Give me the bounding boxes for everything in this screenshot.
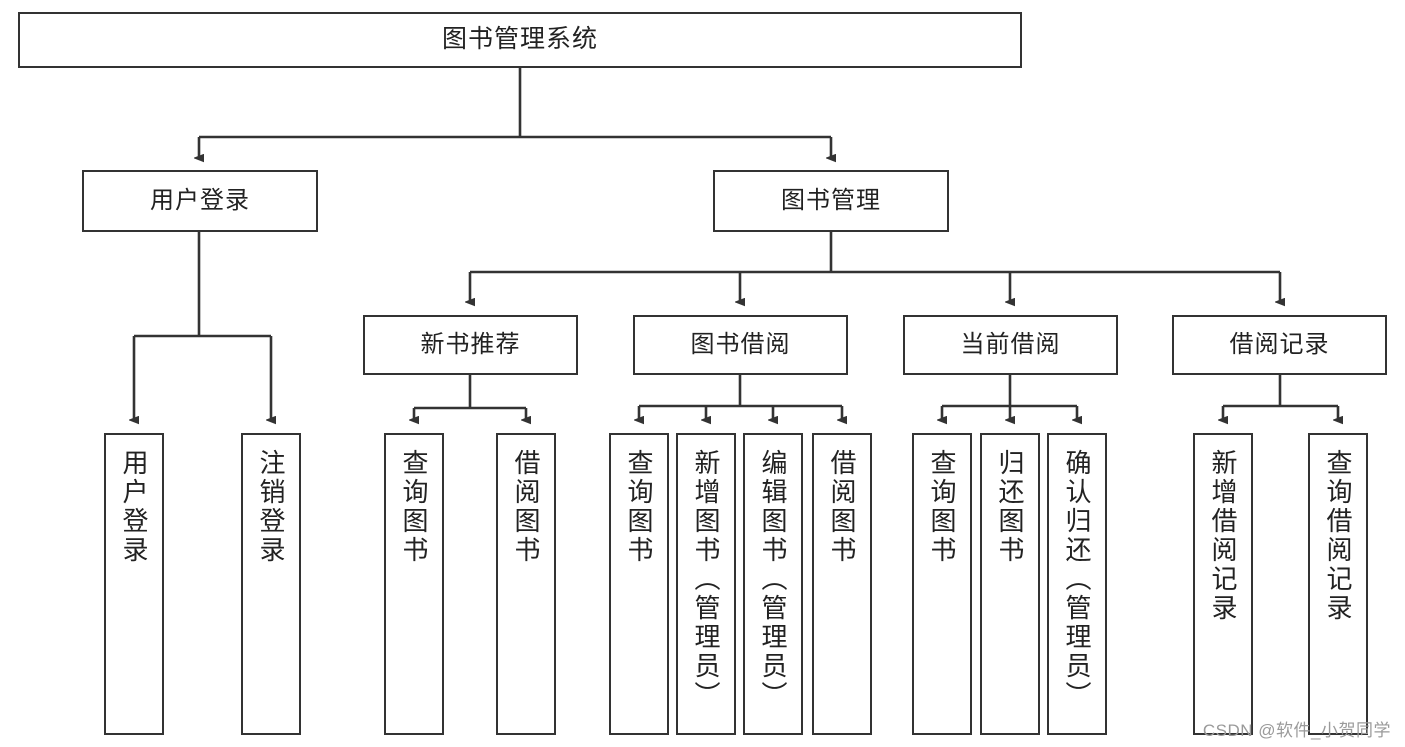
leaf-query-book-borrow[interactable]: 查询图书 [609,433,669,735]
node-label: 用户登录 [150,186,250,214]
leaf-return-book[interactable]: 归还图书 [980,433,1040,735]
leaf-borrow-book-recommend[interactable]: 借阅图书 [496,433,556,735]
node-label: 借阅图书 [511,449,541,565]
leaf-query-book-recommend[interactable]: 查询图书 [384,433,444,735]
node-book-borrow[interactable]: 图书借阅 [633,315,848,375]
node-label: 图书管理 [781,186,881,214]
leaf-add-borrow-record[interactable]: 新增借阅记录 [1193,433,1253,735]
node-label: 编辑图书（管理员） [758,449,788,710]
node-label: 图书借阅 [690,330,791,358]
leaf-borrow-book[interactable]: 借阅图书 [812,433,872,735]
node-label: 新增借阅记录 [1208,449,1238,623]
node-book-manage[interactable]: 图书管理 [713,170,949,232]
csdn-watermark: CSDN @软件_小贺同学 [1202,721,1391,740]
node-new-book-recommend[interactable]: 新书推荐 [363,315,578,375]
node-label: 注销登录 [256,449,286,565]
node-current-borrow[interactable]: 当前借阅 [903,315,1118,375]
leaf-confirm-return[interactable]: 确认归还（管理员） [1047,433,1107,735]
node-user-login[interactable]: 用户登录 [82,170,318,232]
node-label: 查询借阅记录 [1323,449,1353,623]
leaf-add-book[interactable]: 新增图书（管理员） [676,433,736,735]
node-label: 借阅记录 [1229,330,1330,358]
node-label: 确认归还（管理员） [1062,449,1092,710]
leaf-query-borrow-record[interactable]: 查询借阅记录 [1308,433,1368,735]
node-label: 图书管理系统 [441,25,598,54]
node-label: 当前借阅 [960,330,1061,358]
node-label: 新书推荐 [420,330,521,358]
node-label: 新增图书（管理员） [691,449,721,710]
node-label: 归还图书 [995,449,1025,565]
leaf-query-book-current[interactable]: 查询图书 [912,433,972,735]
node-label: 借阅图书 [827,449,857,565]
node-label: 用户登录 [119,449,149,565]
node-borrow-record[interactable]: 借阅记录 [1172,315,1387,375]
leaf-logout-login[interactable]: 注销登录 [241,433,301,735]
node-label: 查询图书 [624,449,654,565]
node-root-system[interactable]: 图书管理系统 [18,12,1022,68]
leaf-user-login[interactable]: 用户登录 [104,433,164,735]
node-label: 查询图书 [399,449,429,565]
node-label: 查询图书 [927,449,957,565]
leaf-edit-book[interactable]: 编辑图书（管理员） [743,433,803,735]
